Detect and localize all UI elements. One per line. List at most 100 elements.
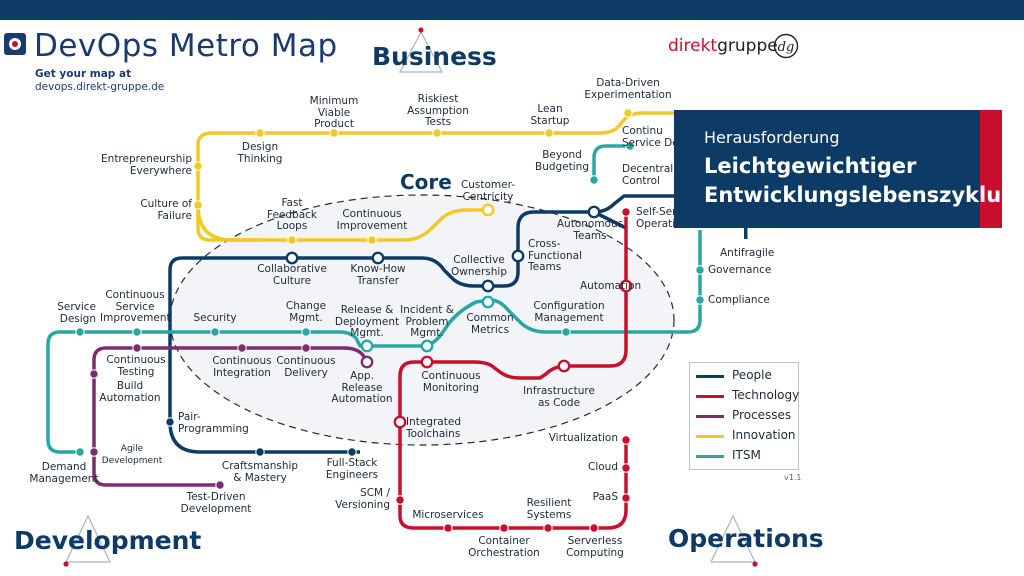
business-triangle [399, 30, 443, 73]
station-virtualization: Virtualization [548, 432, 618, 444]
legend-item-technology: Technology [696, 387, 800, 405]
antifragile-marker [744, 228, 748, 239]
legend-item-processes: Processes [696, 407, 796, 425]
legend-swatch [696, 375, 724, 378]
get-map-label: Get your map at [35, 68, 132, 80]
itsm-line [46, 230, 702, 454]
legend: People Technology Processes Innovation I… [689, 362, 799, 470]
development-triangle [65, 514, 111, 563]
quadrant-operations: Operations [668, 524, 824, 553]
station-cloud: Cloud [588, 461, 618, 473]
processes-line [92, 346, 370, 487]
legend-swatch [696, 435, 724, 438]
station-scm: SCM /Versioning [335, 487, 390, 511]
people-branch [168, 421, 360, 454]
brand-mark-text: dg [778, 40, 795, 55]
development-marker [63, 561, 69, 567]
station-customer-centricity: Customer-Centricity [460, 179, 516, 203]
quadrant-development: Development [14, 526, 202, 555]
station-microservices: Microservices [412, 509, 484, 521]
legend-label: Processes [732, 408, 792, 422]
operations-marker [752, 561, 758, 567]
overlay-kicker: Herausforderung [704, 128, 840, 147]
legend-swatch [696, 415, 724, 418]
brand-name: direktgruppe [668, 36, 778, 56]
overlay-accent-tab [980, 110, 1002, 228]
station-pair-programming: Pair-Programming [178, 411, 249, 435]
legend-item-people: People [696, 367, 796, 385]
legend-label: ITSM [732, 448, 761, 462]
station-paas: PaaS [592, 491, 618, 503]
station-governance: Governance [708, 264, 772, 276]
legend-item-innovation: Innovation [696, 427, 796, 445]
itsm-branch [592, 144, 630, 180]
station-craftsmanship: Craftsmanship& Mastery [221, 460, 299, 484]
business-marker [418, 27, 424, 33]
page-title: DevOps Metro Map [34, 28, 338, 64]
station-security: Security [193, 312, 237, 324]
legend-swatch [696, 395, 724, 398]
legend-label: Innovation [732, 428, 796, 442]
version-label: v1.1 [784, 473, 802, 482]
core-label: Core [400, 170, 452, 194]
devops-logo-icon [4, 33, 26, 55]
innovation-branch [196, 204, 488, 242]
map-url-link[interactable]: devops.direkt-gruppe.de [35, 81, 165, 93]
brand-name-left: direkt [668, 36, 718, 56]
top-bar [0, 0, 1024, 20]
quadrant-business: Business [372, 42, 497, 71]
operations-triangle [710, 514, 756, 563]
brand-logo-icon: dg [773, 33, 799, 59]
challenge-overlay: Herausforderung Leichtgewichtiger Entwic… [674, 110, 1014, 228]
station-automation: Automation [580, 280, 642, 292]
overlay-headline: Leichtgewichtiger Entwicklungslebenszykl… [704, 154, 1014, 207]
station-antifragile: Antifragile [720, 247, 775, 259]
legend-swatch [696, 455, 724, 458]
legend-label: Technology [732, 388, 800, 402]
station-compliance: Compliance [708, 294, 770, 306]
brand-name-right: gruppe [717, 36, 778, 56]
stations [75, 108, 705, 533]
